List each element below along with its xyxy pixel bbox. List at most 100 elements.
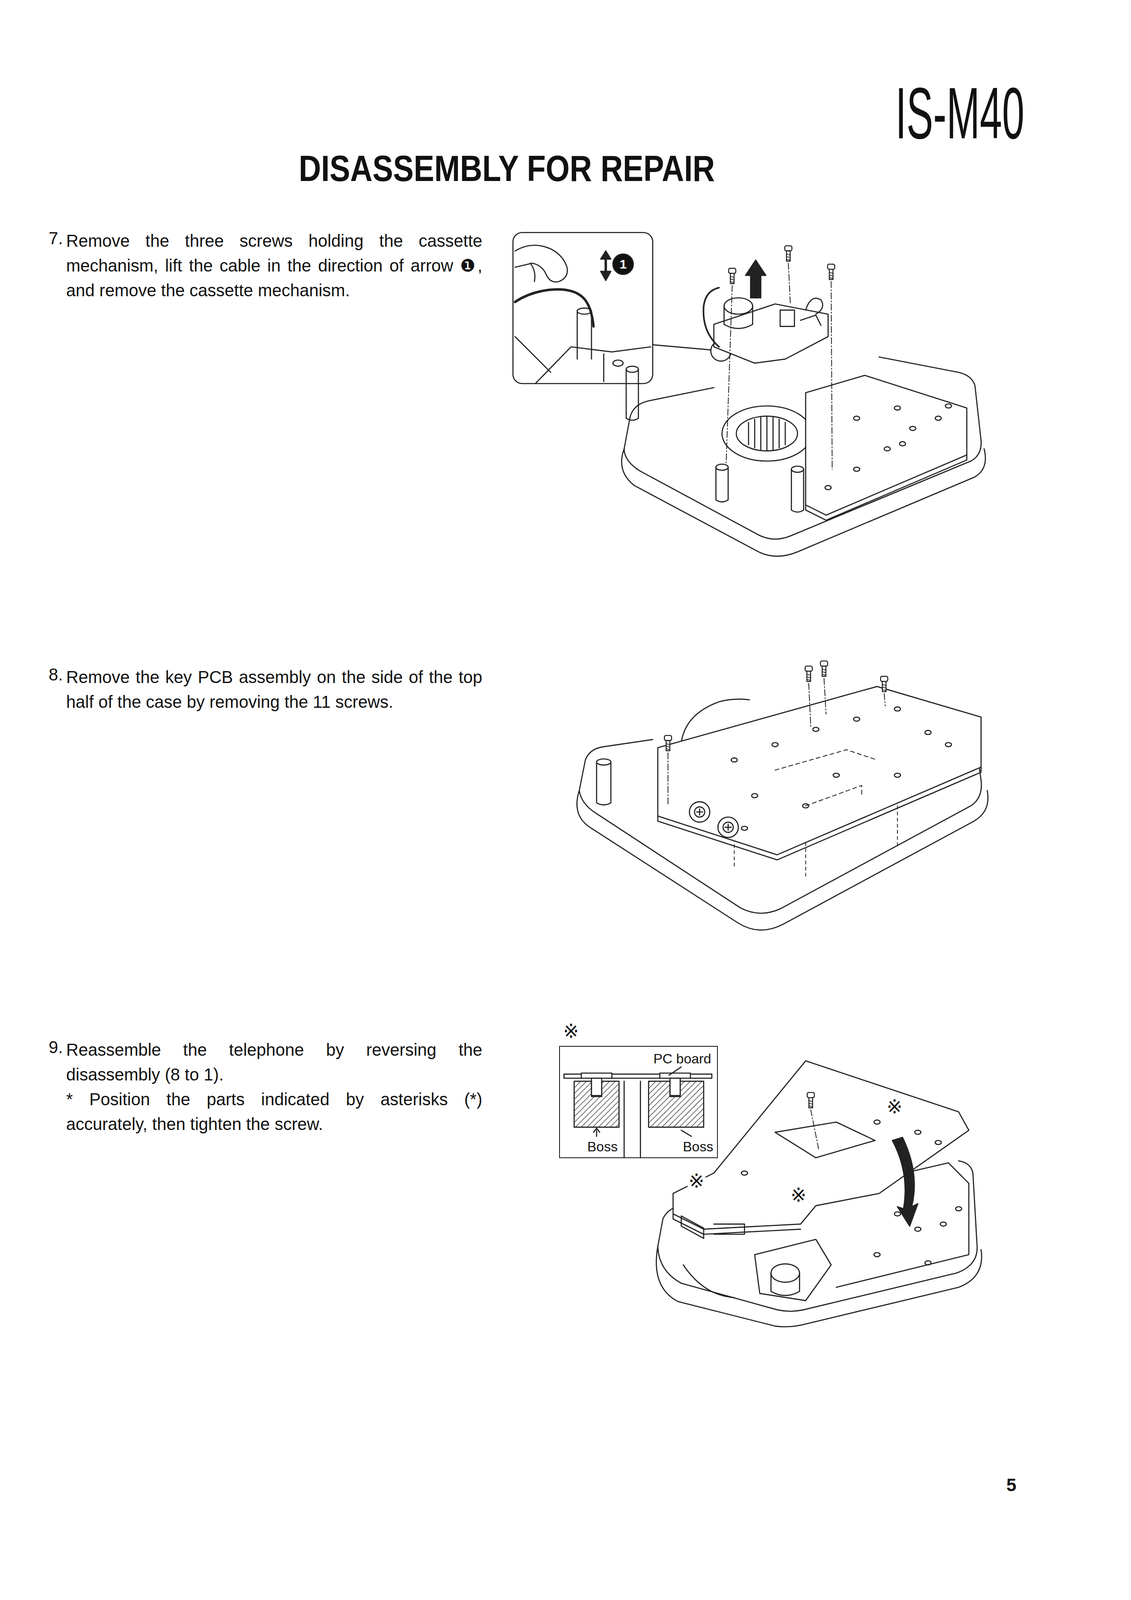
step-number: 7.	[48, 228, 63, 248]
figure-reassembly-part	[924, 1260, 931, 1265]
figure-cassette-removal-part	[722, 405, 812, 461]
figure-boss-detail-part	[670, 1078, 681, 1096]
figure-cassette-removal-part	[623, 356, 982, 540]
figure-cassette-removal-part	[805, 298, 823, 315]
figure-cassette-removal-part	[748, 416, 786, 451]
figure-cassette-removal-part	[784, 245, 793, 262]
figure-key-pcb-removal	[577, 660, 989, 930]
figure-key-pcb-removal-part-part	[772, 742, 779, 747]
part-label: Boss	[587, 1138, 618, 1155]
figure-cassette-removal-part	[827, 264, 835, 280]
model-number: IS-M40	[895, 71, 1025, 156]
figure-cassette-removal-part-part	[945, 403, 952, 409]
figure-key-pcb-removal-part	[657, 686, 981, 855]
figure-reassembly-part	[775, 1121, 875, 1158]
figure-key-pcb-removal-part-part	[833, 772, 840, 778]
figure-cassette-removal-part	[824, 403, 952, 490]
step-note: * Position the parts indicated by asteri…	[66, 1086, 483, 1137]
callout-number: 1	[619, 256, 627, 272]
figure-cassette-removal-part	[791, 469, 804, 512]
figure-boss-detail-part	[581, 1072, 613, 1079]
detail-inset-box: PC boardBoss Boss	[559, 1045, 718, 1158]
figure-reassembly-part	[940, 1221, 947, 1227]
figure-cassette-removal-part-part	[909, 426, 916, 431]
figure-cassette-removal-part	[715, 463, 729, 470]
figure-reassembly-part	[894, 1211, 901, 1216]
figure-cassette-removal-part	[577, 311, 592, 359]
figure-key-pcb-removal-part-part	[853, 717, 860, 722]
figure-boss-detail-part	[591, 1078, 602, 1096]
figure-cassette-removal-part	[530, 262, 536, 282]
figure-cassette-removal-part	[724, 306, 753, 329]
illustration-part	[513, 232, 989, 1327]
figure-cassette-removal-part-part	[824, 485, 831, 490]
figure-key-pcb-removal-part	[596, 761, 611, 805]
figure-reassembly-part	[807, 1092, 815, 1108]
figure-reassembly-part	[770, 1272, 800, 1296]
figure-reassembly-part	[892, 1136, 919, 1226]
figure-cassette-removal-part	[736, 416, 798, 451]
figure-key-pcb-removal-part	[696, 808, 703, 815]
figure-reassembly-part	[874, 1119, 881, 1125]
figure-cassette-removal-part	[577, 308, 592, 315]
figure-boss-detail-part	[659, 1072, 691, 1079]
part-label: PC board	[653, 1050, 712, 1067]
figure-key-pcb-removal-part-part	[945, 742, 952, 747]
figure-key-pcb-removal-part	[805, 665, 813, 682]
step-number: 9.	[48, 1037, 63, 1057]
figure-key-pcb-removal-part	[667, 678, 886, 806]
figure-reassembly-part	[874, 1252, 881, 1257]
figure-key-pcb-removal-part	[689, 801, 710, 823]
figure-key-pcb-removal-part-part	[924, 730, 931, 735]
figure-cassette-removal-part-part	[935, 416, 942, 421]
part-label: Boss	[682, 1138, 714, 1155]
figure-key-pcb-removal-part	[657, 766, 981, 860]
figure-cassette-removal-part-part	[894, 405, 901, 411]
figure-cassette-removal-part	[725, 262, 833, 470]
figure-key-pcb-removal-part	[664, 735, 672, 751]
figure-key-pcb-removal-part-part	[894, 772, 901, 778]
figure-key-pcb-removal-part	[596, 758, 611, 765]
figure-reassembly-part	[935, 1139, 942, 1145]
figure-key-pcb-removal-part	[722, 822, 734, 833]
figure-key-pcb-removal-part-part	[741, 825, 748, 831]
asterisk-mark: ※	[789, 1184, 808, 1207]
asterisk-mark: ※	[687, 1170, 706, 1193]
step-text: Reassemble the telephone by reversing th…	[66, 1037, 483, 1087]
figure-reassembly-part	[955, 1206, 962, 1211]
figure-cassette-removal-part	[626, 366, 639, 373]
figure-cassette-removal-part-part	[853, 416, 860, 421]
figure-cassette-removal-part-part	[853, 466, 860, 472]
step-text: Remove the key PCB assembly on the side …	[66, 664, 483, 715]
figure-cassette-removal-part	[745, 259, 767, 298]
figure-boss-detail-part	[593, 1128, 600, 1133]
step-number: 8.	[48, 664, 63, 685]
figure-cassette-removal	[513, 232, 986, 557]
figure-key-pcb-removal-part-part	[894, 706, 901, 712]
asterisk-mark: ※	[885, 1096, 904, 1118]
figure-cassette-removal-part	[515, 289, 594, 327]
figure-key-pcb-removal-part-part	[812, 727, 819, 732]
figure-cassette-removal-part	[515, 245, 568, 283]
figure-reassembly-part	[683, 1264, 735, 1298]
figure-reassembly-part	[914, 1130, 921, 1135]
figure-boss-detail-part	[623, 1081, 641, 1158]
figure-key-pcb-removal-part	[717, 816, 739, 838]
figure-reassembly-part	[770, 1263, 800, 1283]
figure-cassette-removal-part	[715, 466, 729, 502]
figure-cassette-removal-part	[652, 344, 711, 350]
figure-boss-detail-part	[681, 1130, 692, 1137]
figure-key-pcb-removal-part	[579, 739, 653, 790]
figure-cassette-removal-part	[703, 287, 719, 347]
figure-key-pcb-removal-part	[775, 749, 878, 806]
figure-key-pcb-removal-part-part	[731, 757, 738, 762]
figure-cassette-removal-part-part	[884, 446, 891, 452]
figure-cassette-removal-part	[612, 253, 634, 275]
figure-cassette-removal-part-part	[899, 441, 906, 446]
figure-cassette-removal-part	[600, 250, 611, 260]
figure-boss-detail-part	[596, 1130, 598, 1137]
figure-cassette-removal-part	[600, 271, 611, 281]
figure-cassette-removal-part	[513, 232, 653, 384]
figure-cassette-removal-part	[800, 314, 822, 326]
